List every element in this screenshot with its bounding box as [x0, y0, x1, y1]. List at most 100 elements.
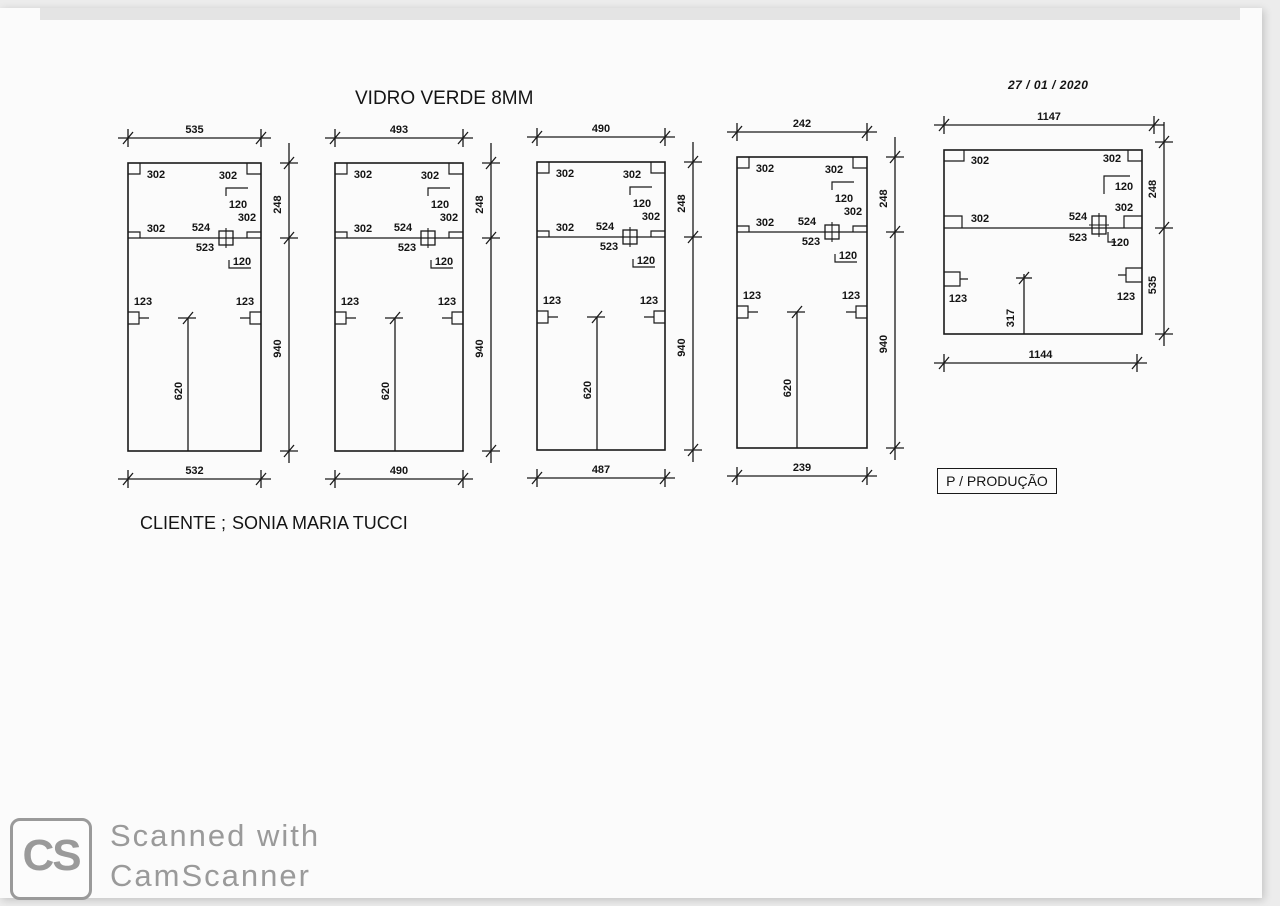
- hole-label: 120: [839, 250, 857, 262]
- hole-label: 302: [825, 164, 843, 176]
- dimension-tick: [122, 131, 134, 145]
- camscanner-watermark: CS Scanned with CamScanner: [10, 816, 340, 900]
- hole-label: 302: [440, 212, 458, 224]
- hole-label: 123: [438, 296, 456, 308]
- dimension-tick: [389, 311, 401, 325]
- drawing-title: VIDRO VERDE 8MM: [355, 88, 534, 109]
- bottom-width-label: 1144: [1029, 349, 1054, 361]
- dimension-tick: [182, 311, 194, 325]
- top-height-label: 248: [878, 189, 890, 207]
- dimension-tick: [1018, 271, 1030, 285]
- hinge-mark-top: [427, 187, 450, 196]
- panel-outline: [736, 156, 868, 449]
- cutout-mid-right: [246, 231, 261, 238]
- dimension-tick: [283, 444, 295, 458]
- dimension-tick: [889, 441, 901, 455]
- cutout-mid-left: [335, 231, 348, 238]
- corner-cutout-top-right: [650, 162, 665, 174]
- cutout-mid-right: [650, 230, 665, 237]
- hole-label: 523: [802, 236, 820, 248]
- dimension-tick: [938, 118, 950, 132]
- hole-label: 302: [556, 168, 574, 180]
- slot-length-label: 620: [782, 379, 794, 397]
- handle-hole-left: [128, 311, 149, 325]
- dimension-tick: [531, 471, 543, 485]
- top-width-label: 242: [793, 118, 811, 130]
- hole-label: 302: [219, 170, 237, 182]
- hole-label: 302: [623, 169, 641, 181]
- bottom-width-label: 490: [390, 465, 408, 477]
- watermark-line-2: CamScanner: [110, 858, 311, 893]
- hole-label: 523: [398, 242, 416, 254]
- hole-label: 524: [798, 216, 817, 228]
- hole-label: 302: [354, 223, 372, 235]
- cutout-mid-right: [852, 225, 867, 232]
- dimension-tick: [283, 231, 295, 245]
- hole-label: 123: [949, 293, 967, 305]
- dimension-tick: [1158, 327, 1170, 341]
- hole-label: 123: [743, 290, 761, 302]
- slot-length-label: 620: [173, 382, 185, 400]
- cutout-mid-left: [537, 230, 550, 237]
- hole-label: 120: [435, 256, 453, 268]
- bottom-height-label: 535: [1147, 276, 1159, 294]
- dimension-tick: [687, 230, 699, 244]
- hole-label: 123: [842, 290, 860, 302]
- slot-length-label: 620: [380, 382, 392, 400]
- hole-label: 123: [543, 295, 561, 307]
- dimension-tick: [485, 156, 497, 170]
- camscanner-logo-icon: CS: [10, 818, 92, 900]
- panel-outline: [334, 162, 464, 452]
- hole-label: 120: [1111, 237, 1129, 249]
- dimension-tick: [531, 130, 543, 144]
- corner-cutout-top-right: [246, 163, 261, 175]
- dimension-tick: [1158, 135, 1170, 149]
- dimension-tick: [861, 469, 873, 483]
- dimension-tick: [889, 150, 901, 164]
- hole-label: 123: [341, 296, 359, 308]
- bottom-height-label: 940: [474, 339, 486, 357]
- dimension-tick: [687, 155, 699, 169]
- top-width-label: 493: [390, 124, 408, 136]
- client-name: SONIA MARIA TUCCI: [232, 513, 408, 533]
- dimension-tick: [122, 472, 134, 486]
- hole-label: 302: [147, 223, 165, 235]
- dimension-tick: [329, 472, 341, 486]
- bottom-height-label: 940: [878, 335, 890, 353]
- dimension-tick: [283, 156, 295, 170]
- dimension-tick: [485, 231, 497, 245]
- hole-label: 302: [1103, 153, 1121, 165]
- cutout-mid-left: [737, 225, 750, 232]
- production-stamp: P / PRODUÇÃO: [937, 468, 1057, 494]
- hole-label: 120: [233, 256, 251, 268]
- hole-label: 302: [1115, 202, 1133, 214]
- hole-label: 123: [640, 295, 658, 307]
- cutout-mid-left: [944, 215, 963, 228]
- slot-length-label: 620: [582, 381, 594, 399]
- scanned-paper: [0, 8, 1262, 898]
- dimension-tick: [591, 310, 603, 324]
- hole-label: 302: [556, 222, 574, 234]
- corner-cutout-top-left: [737, 157, 750, 169]
- handle-hole-left: [944, 271, 968, 287]
- hole-label: 123: [236, 296, 254, 308]
- hole-label: 120: [835, 193, 853, 205]
- handle-hole-left: [537, 310, 558, 324]
- hinge-mark-bottom: [834, 254, 857, 263]
- bottom-height-label: 940: [676, 338, 688, 356]
- hole-label: 302: [971, 213, 989, 225]
- top-height-label: 248: [1147, 180, 1159, 198]
- hole-label: 120: [1115, 181, 1133, 193]
- dimension-tick: [791, 305, 803, 319]
- panel-outline: [127, 162, 262, 452]
- hole-label: 302: [844, 206, 862, 218]
- dimension-tick: [485, 444, 497, 458]
- top-width-label: 490: [592, 123, 610, 135]
- top-height-label: 248: [474, 195, 486, 213]
- dimension-tick: [687, 443, 699, 457]
- bottom-height-label: 940: [272, 339, 284, 357]
- dimension-tick: [457, 131, 469, 145]
